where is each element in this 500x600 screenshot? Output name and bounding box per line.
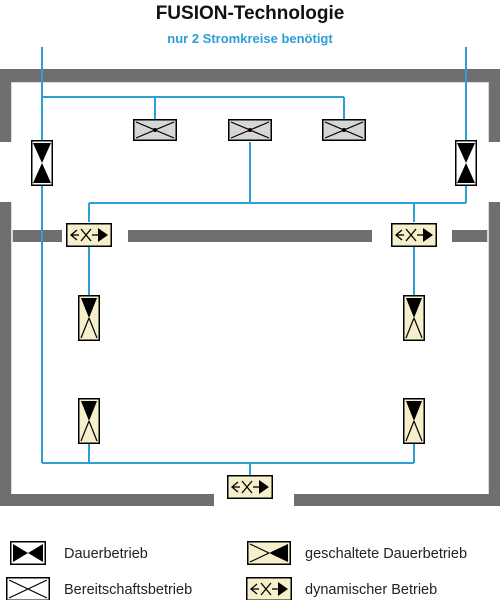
wall-inner-lines [11,82,489,494]
dauerbetrieb-icon [9,541,47,565]
standby-luminaire [322,119,366,141]
dynamic-exit-sign [391,223,437,247]
standby-luminaire [228,119,272,141]
dynamic-exit-sign [227,475,273,499]
standby-luminaire [133,119,177,141]
switched-luminaire [78,398,100,444]
switched-luminaire [403,295,425,341]
legend-item-dauerbetrieb: Dauerbetrieb [9,541,148,565]
dynamischer-betrieb-icon [246,577,292,600]
legend-item-dynamischer-betrieb: dynamischer Betrieb [246,577,437,600]
legend-item-geschaltete-dauerbetrieb: geschaltete Dauerbetrieb [247,541,467,565]
building-walls [0,69,500,506]
legend-label: dynamischer Betrieb [305,582,437,598]
luminaires [31,119,477,499]
legend-label: Dauerbetrieb [64,546,148,562]
permanent-luminaire [31,140,53,186]
legend-label: Bereitschaftsbetrieb [64,582,192,598]
wiring [41,47,467,475]
legend-item-bereitschaftsbetrieb: Bereitschaftsbetrieb [6,577,192,600]
diagram-title: FUSION-Technologie [156,3,345,24]
legend: Dauerbetrieb geschaltete Dauerbetrieb Be… [6,541,467,600]
diagram-subtitle: nur 2 Stromkreise benötigt [167,31,333,46]
legend-label: geschaltete Dauerbetrieb [305,546,467,562]
dynamic-exit-sign [66,223,112,247]
bereitschaftsbetrieb-icon [6,577,50,600]
switched-luminaire [78,295,100,341]
geschaltete-dauerbetrieb-icon [247,541,291,565]
permanent-luminaire [455,140,477,186]
switched-luminaire [403,398,425,444]
